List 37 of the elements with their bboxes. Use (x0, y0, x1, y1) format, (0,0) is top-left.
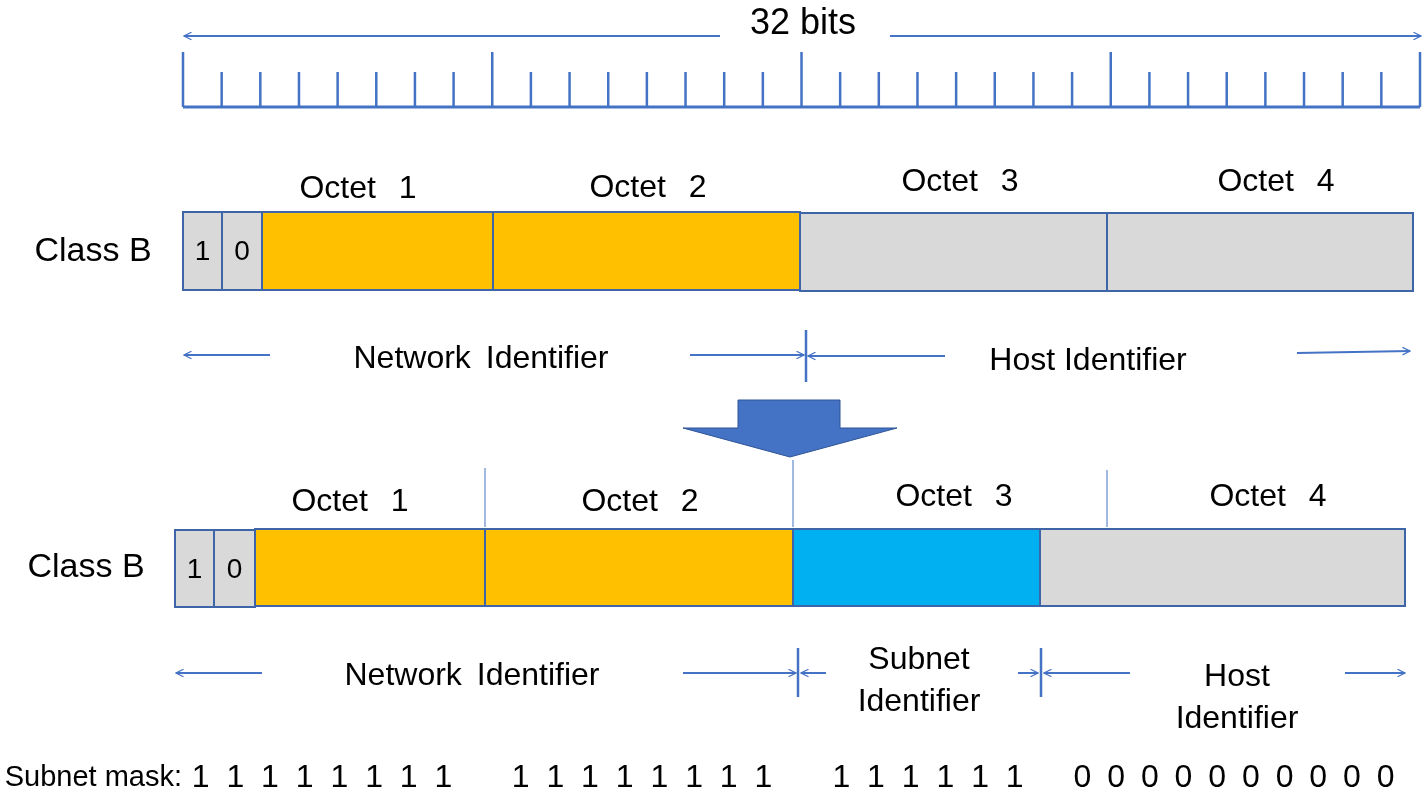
class-label: Class B (33, 228, 153, 270)
mask-bits: 1 1 1 1 1 1 1 1 (190, 757, 454, 797)
octet-label: Octet 1 (290, 481, 410, 521)
class-label: Class B (26, 544, 146, 586)
bit-value: 1 (186, 554, 203, 583)
octet-label: Octet 3 (900, 161, 1020, 201)
bit-box (174, 529, 215, 608)
octet-label: Octet 4 (1216, 161, 1336, 201)
octet-label: Octet 2 (580, 481, 700, 521)
octet-label: Octet 4 (1208, 476, 1328, 516)
mask-bits: 1 1 1 1 1 1 (831, 757, 1025, 797)
mask-label: Subnet mask: (3, 759, 182, 795)
network-segment (261, 211, 494, 291)
host-segment (1106, 212, 1414, 292)
bit-value: 1 (194, 237, 211, 265)
network-segment (484, 528, 794, 607)
octet-label: Octet 2 (588, 167, 708, 207)
network-segment (492, 211, 801, 291)
field-label: Network Identifier (352, 338, 610, 378)
mask-bits: 0 0 0 0 0 0 0 0 0 0 (1072, 757, 1396, 797)
octet-label: Octet 1 (298, 168, 418, 208)
host-segment (799, 212, 1108, 292)
octet-label: Octet 3 (894, 476, 1014, 516)
subnet-segment (792, 528, 1041, 607)
bit-value: 0 (234, 237, 250, 265)
bit-box (182, 211, 223, 291)
field-label: Host Identifier (1174, 656, 1300, 737)
field-label: Subnet Identifier (856, 639, 982, 720)
host-segment (1039, 528, 1406, 607)
bit-box (221, 211, 263, 291)
network-segment (254, 528, 486, 607)
bit-value: 0 (226, 554, 243, 583)
field-label: Network Identifier (343, 655, 601, 695)
field-label: Host Identifier (988, 340, 1188, 380)
mask-bits: 1 1 1 1 1 1 1 1 (510, 757, 774, 797)
bit-box (213, 529, 256, 608)
title-label: 32 bits (748, 0, 858, 44)
